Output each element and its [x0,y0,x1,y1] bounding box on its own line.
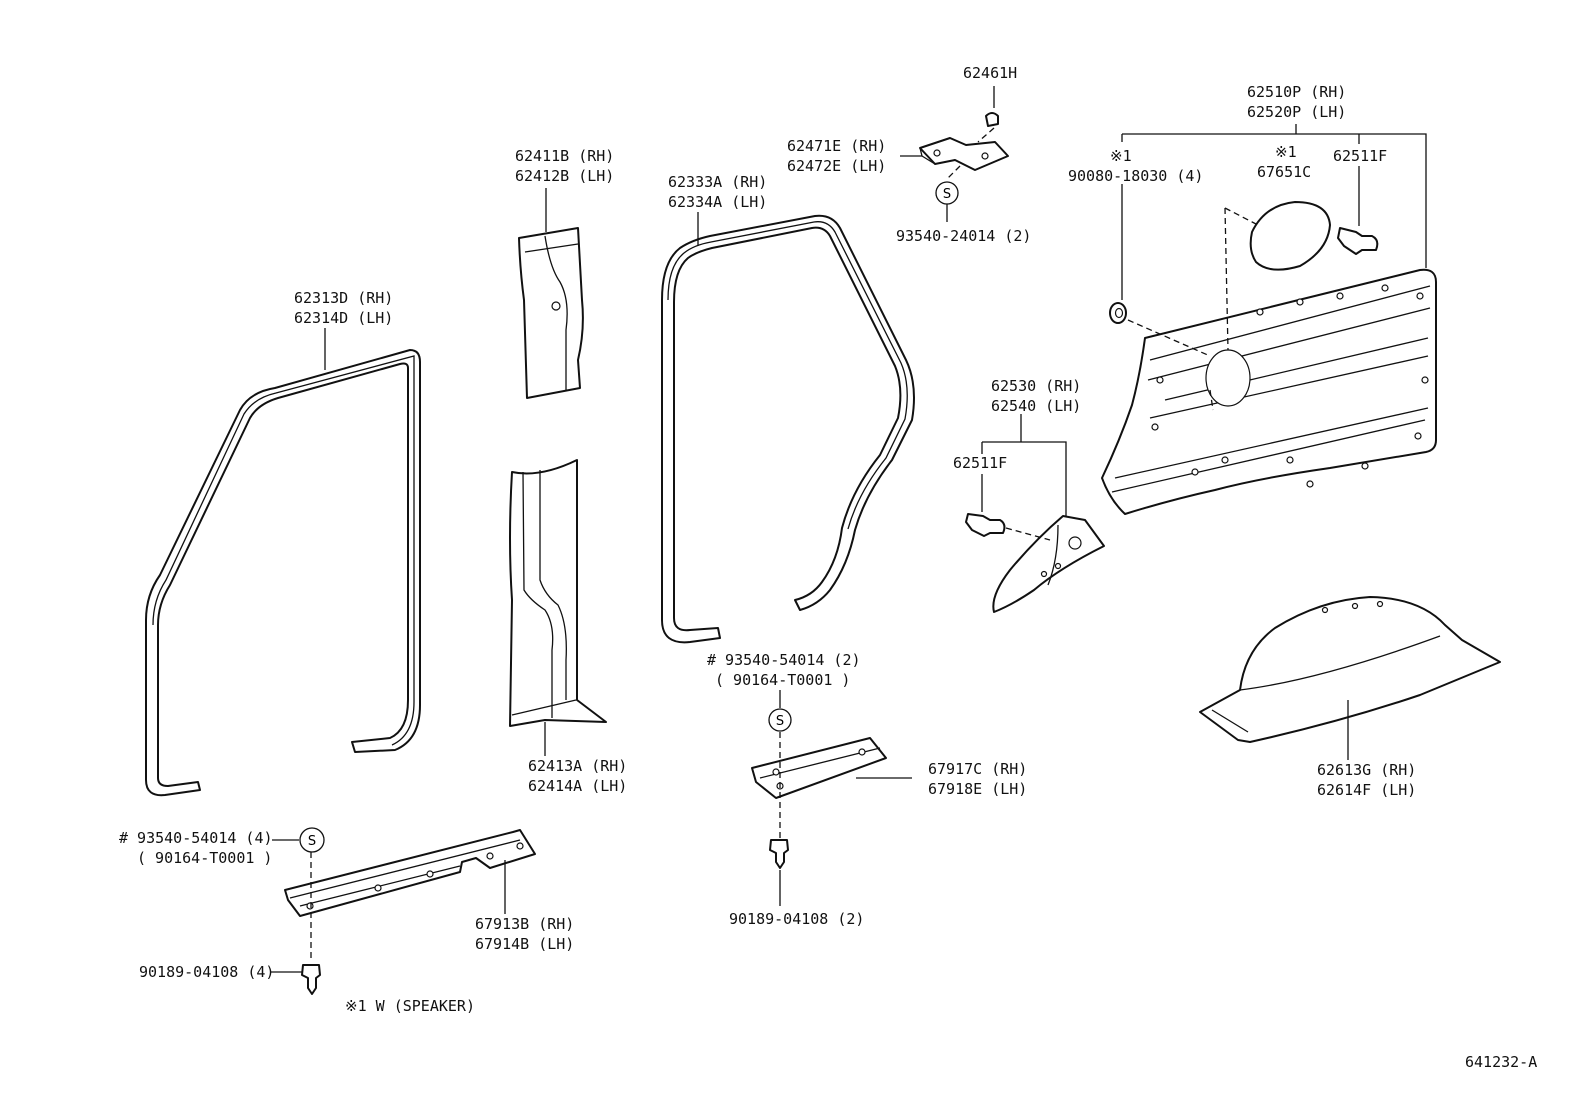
leader-lines [270,86,1427,973]
diagram-code: 641232-A [1465,1053,1538,1071]
label-62461H: 62461H [963,64,1018,82]
panel-62530 [965,513,1105,613]
seal-letter: S [776,714,784,729]
label-93540-24014: 93540-24014 (2) [896,227,1032,245]
label-67917C: 67917C (RH) 67918E (LH) [928,760,1028,798]
label-67651C: ※1 67651C [1257,143,1312,181]
label-62613G: 62613G (RH) 62614F (LH) [1317,761,1417,799]
bracket-62471E [919,112,1009,179]
label-93540-54014-mid: # 93540-54014 (2) ( 90164-T0001 ) [707,651,861,689]
label-62511F-top: 62511F [1333,147,1388,165]
pillar-upper-62411B [518,227,584,399]
label-93540-54014-left: # 93540-54014 (4) ( 90164-T0001 ) [119,829,273,867]
scuff-plate-67913B [284,829,536,995]
label-67913B: 67913B (RH) 67914B (LH) [475,915,575,953]
label-62471E: 62471E (RH) 62472E (LH) [787,137,887,175]
weatherstrip-62333A [661,214,915,644]
label-62413A: 62413A (RH) 62414A (LH) [528,757,628,795]
quarter-trim-62510P [1101,201,1437,515]
label-90080-18030: ※1 90080-18030 (4) [1068,147,1204,185]
label-62411B: 62411B (RH) 62412B (LH) [515,147,615,185]
wheelhouse-62613G [1199,596,1501,743]
label-90189-04108-left: 90189-04108 (4) [139,963,275,981]
label-62333A: 62333A (RH) 62334A (LH) [668,173,768,211]
weatherstrip-62313D [145,349,421,797]
seal-symbols [299,181,959,853]
seal-letter: S [943,187,951,202]
footnote-speaker: ※1 W (SPEAKER) [345,997,475,1015]
scuff-plate-67917C [751,732,887,869]
label-62313D: 62313D (RH) 62314D (LH) [294,289,394,327]
pillar-lower-62413A [509,459,607,727]
label-62511F-mid: 62511F [953,454,1008,472]
label-62510P: 62510P (RH) 62520P (LH) [1247,83,1347,121]
label-62530: 62530 (RH) 62540 (LH) [991,377,1082,415]
label-90189-04108-mid: 90189-04108 (2) [729,910,865,928]
seal-letter: S [308,834,316,849]
